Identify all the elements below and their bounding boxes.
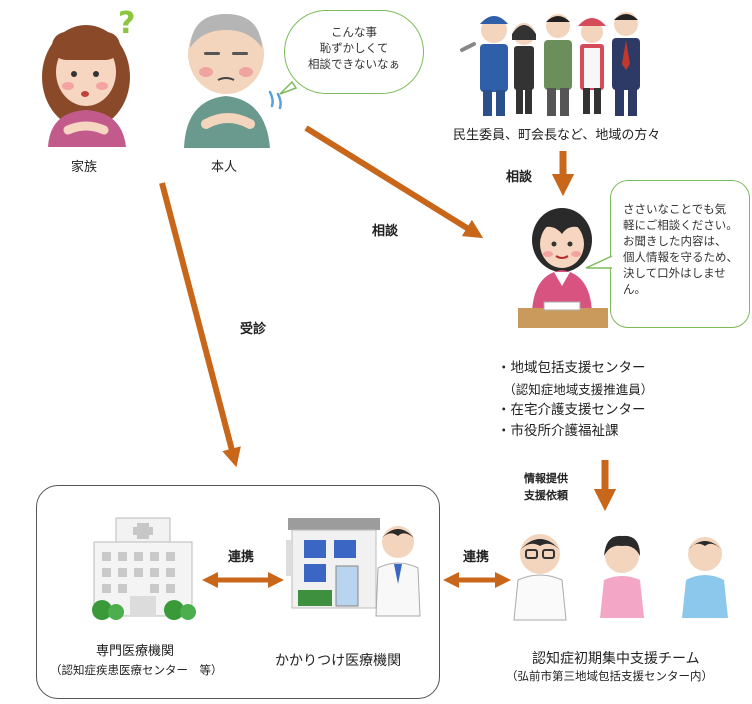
specialist-sub-label: （認知症疾患医療センター 等） (50, 663, 223, 677)
services-list: ・地域包括支援センター （認知症地域支援推進員） ・在宅介護支援センター ・市役… (497, 358, 653, 442)
arrow-family-to-medical (159, 182, 241, 468)
specialist-label: 専門医療機関 (96, 644, 175, 659)
community-consult-label: 相談 (506, 170, 533, 185)
service-item-1: ・地域包括支援センター (497, 360, 646, 376)
medical-group-frame (36, 485, 440, 699)
family-label: 家族 (71, 160, 98, 175)
self-illustration (178, 8, 278, 148)
team-label: 認知症初期集中支援チーム (532, 651, 700, 667)
family-illustration (38, 12, 138, 147)
clinic-label: かかりつけ医療機関 (275, 653, 402, 669)
community-label: 民生委員、町会長など、地域の方々 (453, 128, 661, 143)
consultant-speech-line-3: お聞きした内容は、 (623, 234, 727, 248)
info-request-label: 情報提供 支援依頼 (524, 470, 568, 504)
doctor-illustration (368, 520, 428, 620)
team-nurse-illustration (594, 530, 650, 620)
arrow-self-to-consultant (304, 125, 484, 239)
consultant-speech-line-2: 軽にご相談ください。 (623, 218, 738, 232)
self-label: 本人 (211, 160, 238, 175)
service-item-3: ・在宅介護支援センター (497, 402, 646, 418)
service-item-4: ・市役所介護福祉課 (497, 423, 619, 439)
consultant-speech-line-5: 決して口外はしませ (623, 266, 726, 280)
self-thought-bubble: こんな事 恥ずかしくて 相談できないなぁ (284, 10, 424, 94)
service-item-2: （認知症地域支援推進員） (497, 382, 654, 397)
team-doctor-illustration (508, 526, 572, 621)
question-mark-icon: ? (118, 6, 136, 41)
consultant-speech-bubble: ささいなことでも気 軽にご相談ください。 お聞きした内容は、 個人情報を守るため… (610, 180, 750, 328)
info-request-line-2: 支援依頼 (524, 489, 568, 502)
team-staff-illustration (676, 528, 734, 620)
medical-link-label: 連携 (228, 550, 255, 565)
info-request-line-1: 情報提供 (524, 472, 568, 485)
hospital-illustration (88, 516, 198, 622)
self-thought-line-3: 相談できないなぁ (308, 57, 400, 71)
consultant-speech-line-6: ん。 (623, 282, 646, 296)
self-thought-line-2: 恥ずかしくて (319, 41, 389, 55)
clinic-illustration (286, 514, 386, 610)
team-link-label: 連携 (463, 550, 490, 565)
self-thought-line-1: こんな事 (331, 25, 377, 39)
self-consult-label: 相談 (372, 224, 399, 239)
team-sub-label: （弘前市第三地域包括支援センター内） (506, 669, 713, 683)
consultant-speech-line-1: ささいなことでも気 (623, 202, 727, 216)
consultant-speech-line-4: 個人情報を守るため、 (623, 250, 738, 264)
community-illustration (454, 4, 654, 120)
visit-label: 受診 (240, 322, 267, 337)
consultant-illustration (510, 200, 614, 330)
